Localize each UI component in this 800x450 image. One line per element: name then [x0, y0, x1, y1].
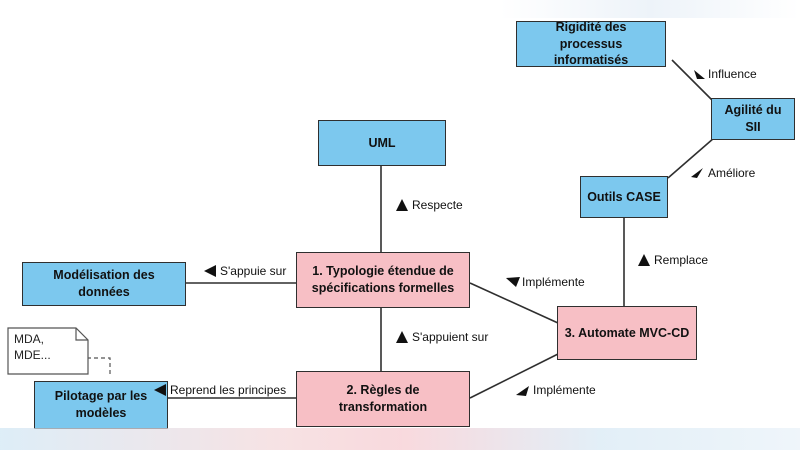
- arrow-down-left-icon: [506, 277, 520, 287]
- label-reprend: Reprend les principes: [154, 383, 286, 397]
- node-typologie-label: 1. Typologie étendue de spécifications f…: [311, 264, 455, 295]
- label-sappuie-sur: S'appuie sur: [204, 264, 286, 278]
- node-pilotage-label: Pilotage par les modèles: [54, 389, 148, 420]
- edge-rigidite-agilite: [671, 59, 713, 101]
- note-line-1: MDA,: [14, 332, 44, 346]
- node-automate[interactable]: 3. Automate MVC-CD: [557, 306, 697, 360]
- node-modelisation-label: Modélisation des données: [53, 268, 155, 299]
- label-sappuient-sur: S'appuient sur: [396, 330, 488, 344]
- label-influence: Influence: [694, 67, 757, 81]
- arrow-up-right-icon: [516, 386, 529, 396]
- node-typologie[interactable]: 1. Typologie étendue de spécifications f…: [296, 252, 470, 308]
- edge-regles-automate: [469, 353, 559, 399]
- arrow-left-icon: [204, 265, 216, 277]
- node-rigidite[interactable]: Rigidité des processus informatisés: [516, 19, 666, 68]
- label-respecte: Respecte: [396, 198, 463, 212]
- node-automate-label: 3. Automate MVC-CD: [564, 325, 690, 340]
- node-outils-case[interactable]: Outils CASE: [580, 176, 668, 218]
- note-text: MDA, MDE...: [14, 331, 51, 363]
- arrow-up-right-icon: [691, 168, 703, 178]
- label-implemente-1: Implémente: [506, 275, 585, 289]
- edge-typologie-automate: [469, 282, 559, 324]
- decorative-fade-top: [500, 0, 800, 18]
- label-ameliore: Améliore: [690, 166, 755, 180]
- node-regles[interactable]: 2. Règles de transformation: [296, 371, 470, 427]
- node-agilite-label: Agilité du SII: [724, 103, 782, 134]
- node-modelisation[interactable]: Modélisation des données: [22, 262, 186, 306]
- arrow-left-icon: [154, 384, 166, 396]
- arrow-down-right-icon: [694, 70, 705, 79]
- node-uml-label: UML: [368, 135, 396, 150]
- label-implemente-2: Implémente: [516, 383, 596, 397]
- node-regles-label: 2. Règles de transformation: [338, 383, 428, 414]
- note-connector: [88, 357, 111, 374]
- arrow-up-icon: [638, 254, 650, 266]
- arrow-up-icon: [396, 331, 408, 343]
- node-pilotage[interactable]: Pilotage par les modèles: [34, 381, 168, 429]
- label-remplace: Remplace: [638, 253, 708, 267]
- arrow-up-icon: [396, 199, 408, 211]
- node-agilite[interactable]: Agilité du SII: [711, 98, 795, 140]
- note-line-2: MDE...: [14, 348, 51, 363]
- node-uml[interactable]: UML: [318, 120, 446, 166]
- node-rigidite-label: Rigidité des processus informatisés: [553, 19, 629, 68]
- node-outils-case-label: Outils CASE: [587, 189, 661, 204]
- note-shape: [7, 327, 89, 375]
- edge-agilite-outils: [667, 137, 715, 179]
- decorative-fade-bottom: [0, 428, 800, 450]
